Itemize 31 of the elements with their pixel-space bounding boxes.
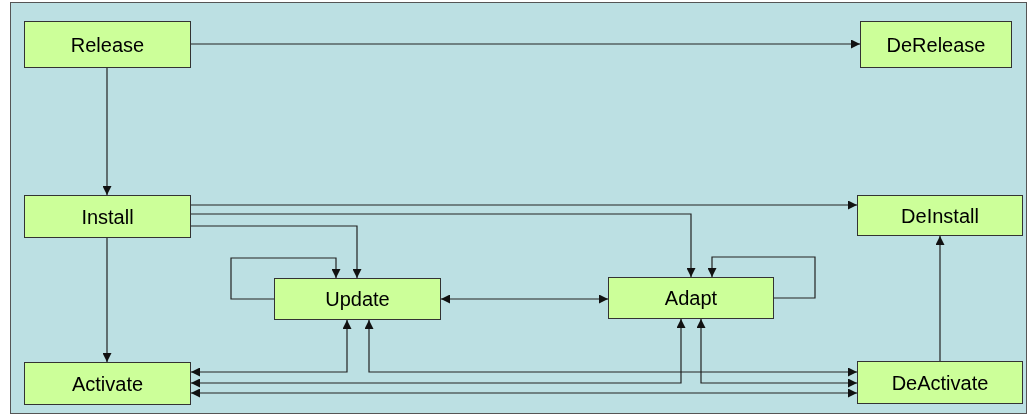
arrow [190,225,362,279]
arrow [102,237,112,363]
box-label: Activate [71,371,144,397]
arrow [190,200,858,210]
box-label: Update [325,287,390,312]
process-box [274,278,441,320]
arrow [707,256,816,299]
box-label: DeRelease [886,32,986,58]
arrow [440,294,609,304]
arrow [230,257,341,300]
box-label: Adapt [664,286,718,311]
arrow [102,67,112,196]
process-box [860,21,1012,68]
box-label: DeInstall [901,203,979,229]
arrow [364,319,858,377]
arrow [190,318,686,388]
arrow [190,388,858,398]
process-box [857,195,1023,236]
arrow [935,235,945,362]
box-label: Install [81,204,134,230]
arrow [190,213,696,278]
process-box [24,362,191,405]
process-box [24,21,191,68]
arrow [190,39,861,49]
process-box [608,277,774,319]
box-label: Release [70,32,145,58]
process-box [24,195,191,238]
box-label: DeActivate [891,370,989,396]
arrow [190,319,352,377]
process-box [857,361,1023,404]
arrow [696,318,858,388]
